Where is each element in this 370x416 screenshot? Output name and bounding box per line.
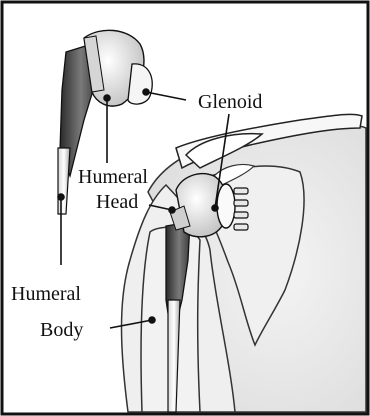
label-humeral-body-line2: Body: [40, 319, 83, 341]
label-humeral-head-line2: Head: [96, 191, 138, 213]
humeral-body-implant-leader-dot: [149, 317, 155, 323]
label-glenoid: Glenoid: [198, 91, 262, 113]
humeral-head-implant-leader-dot: [169, 207, 175, 213]
implant-glenoid: [217, 184, 235, 228]
label-humeral-body-line1: Humeral: [11, 283, 81, 305]
label-humeral-head-line1: Humeral: [78, 166, 148, 188]
glenoid-implant-leader-dot: [212, 205, 218, 211]
glenoid-part: [128, 64, 152, 104]
glenoid-leader-dot: [143, 89, 149, 95]
humeral-body-leader-dot: [58, 194, 64, 200]
humeral-head-leader-dot: [104, 95, 110, 101]
